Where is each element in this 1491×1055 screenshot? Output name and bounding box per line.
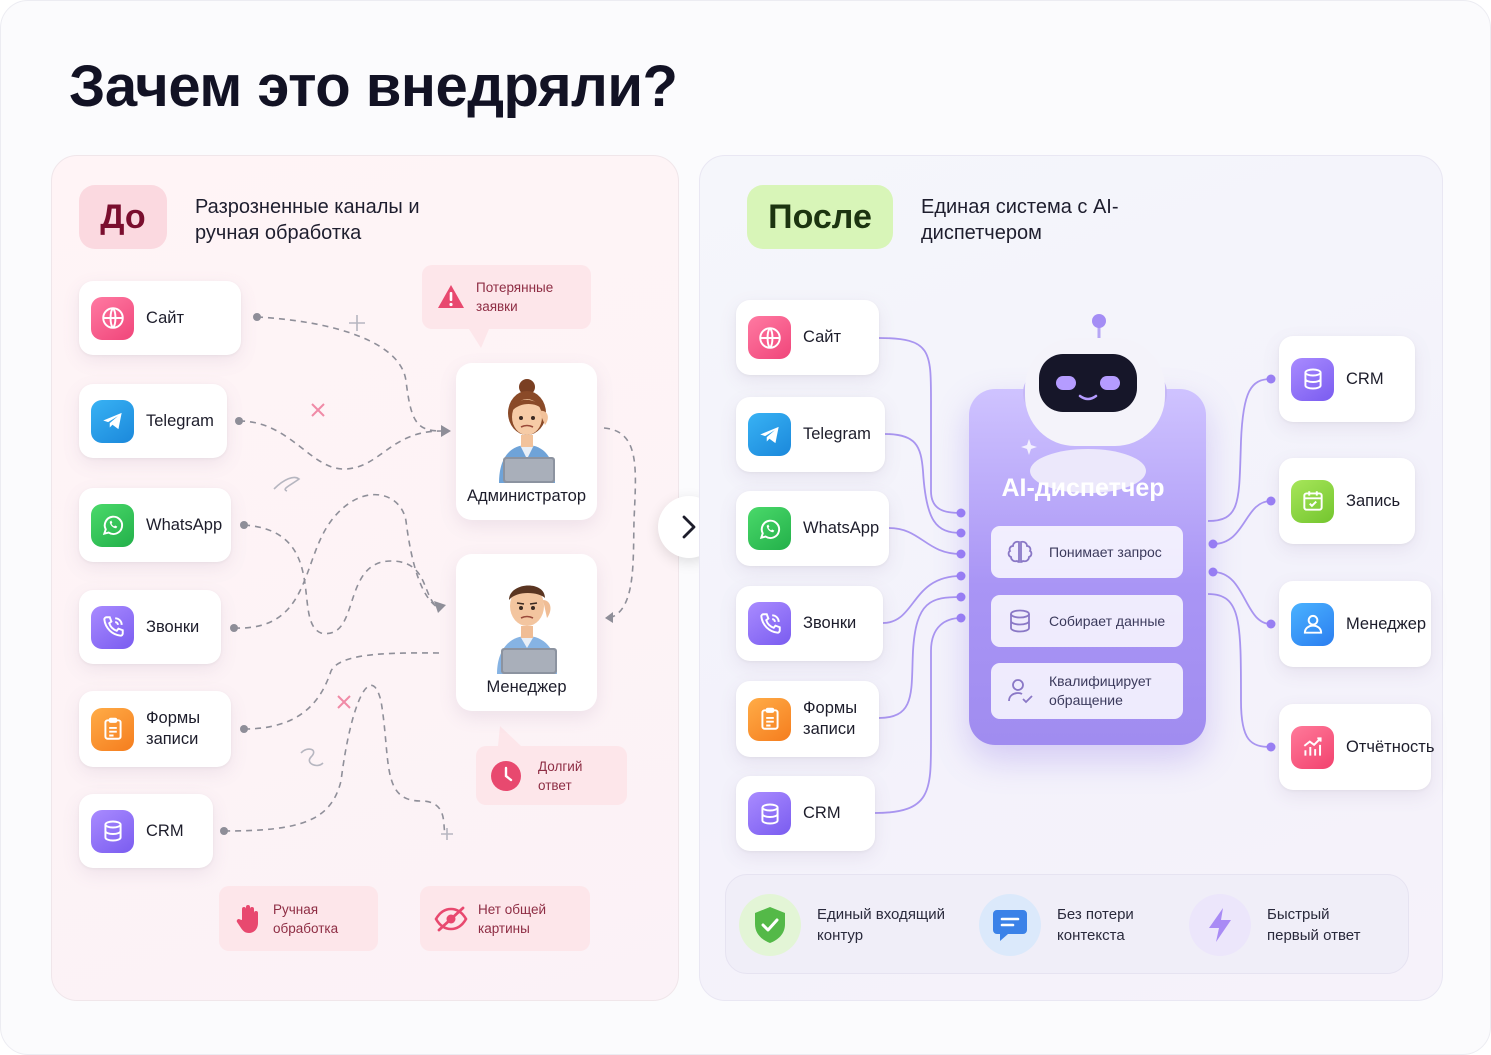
benefit-label: Единый входящий контур <box>817 906 946 944</box>
database-icon <box>1010 609 1030 633</box>
benefit-label: Быстрый первый ответ <box>1267 906 1361 944</box>
channel-label: Формы записи <box>146 709 201 748</box>
problem-label: Нет общей картины <box>478 901 546 936</box>
telegram-icon <box>748 413 791 456</box>
role-label: Администратор <box>466 487 587 505</box>
channel-label: Telegram <box>146 411 214 430</box>
output-booking: Запись <box>1279 458 1415 544</box>
warning-icon <box>438 285 464 308</box>
channel-label: WhatsApp <box>803 519 880 537</box>
after-channel-crm: CRM <box>736 776 875 851</box>
output-label: CRM <box>1346 369 1384 388</box>
benefit-single-inbound: Единый входящий контур <box>739 894 947 956</box>
channel-label: Формы записи <box>803 699 858 738</box>
channel-label: Сайт <box>803 328 842 346</box>
after-subtitle: Единая система с AI-диспетчером <box>921 196 1119 244</box>
chat-icon <box>979 894 1041 956</box>
before-channel-calls: Звонки <box>79 590 221 664</box>
clock-icon <box>491 760 521 791</box>
problem-label: Ручная обработка <box>273 901 339 936</box>
output-label: Запись <box>1346 491 1401 510</box>
telegram-icon <box>91 399 134 443</box>
channel-label: Звонки <box>803 614 857 632</box>
channel-label: Сайт <box>146 308 185 327</box>
after-channel-whatsapp: WhatsApp <box>736 491 889 566</box>
channel-label: Звонки <box>146 617 200 636</box>
whatsapp-icon <box>91 503 134 547</box>
stressed-manager-illustration <box>496 585 557 674</box>
database-icon <box>91 809 134 853</box>
ai-step-collect: Собирает данные <box>991 595 1183 647</box>
after-channel-telegram: Telegram <box>736 397 885 472</box>
benefit-fast-response: Быстрый первый ответ <box>1189 894 1377 956</box>
page-title: Зачем это внедряли? <box>69 54 678 119</box>
shield-check-icon <box>739 894 801 956</box>
benefits-bar <box>725 874 1409 974</box>
phone-icon <box>748 602 791 645</box>
whatsapp-icon <box>748 507 791 550</box>
problem-lost-requests: Потерянные заявки <box>422 265 591 329</box>
lightning-icon <box>1189 894 1251 956</box>
problem-manual-processing: Ручная обработка <box>219 886 378 951</box>
output-label: Отчётность <box>1346 737 1435 756</box>
ai-step-label: Собирает данные <box>1049 612 1166 629</box>
database-icon <box>1291 357 1334 401</box>
before-channel-whatsapp: WhatsApp <box>79 488 231 562</box>
ai-step-understand: Понимает запрос <box>991 526 1183 578</box>
brain-icon <box>1007 540 1033 563</box>
phone-icon <box>91 605 134 649</box>
benefit-label: Без потери контекста <box>1057 906 1134 944</box>
database-icon <box>748 792 791 835</box>
ai-step-label: Квалифицирует обращение <box>1049 673 1152 708</box>
chart-icon <box>1291 725 1334 769</box>
after-badge: После <box>747 185 893 249</box>
channel-label: CRM <box>803 804 841 822</box>
output-manager: Менеджер <box>1279 581 1431 667</box>
channel-label: WhatsApp <box>146 515 223 534</box>
after-channel-calls: Звонки <box>736 586 883 661</box>
problem-label: Потерянные заявки <box>476 280 554 314</box>
ai-step-label: Понимает запрос <box>1049 543 1162 560</box>
administrator-card: Администратор <box>456 363 597 520</box>
globe-icon <box>91 296 134 340</box>
before-channel-forms: Формы записи <box>79 691 231 767</box>
hand-icon <box>236 904 258 933</box>
eye-off-icon <box>434 906 468 931</box>
clipboard-icon <box>748 697 791 741</box>
output-label: Менеджер <box>1346 614 1427 633</box>
stressed-administrator-illustration <box>498 379 555 483</box>
after-channel-forms: Формы записи <box>736 681 879 757</box>
ai-dispatcher-title: AI-диспетчер <box>1001 474 1165 502</box>
before-badge: До <box>79 185 167 249</box>
problem-label: Долгий ответ <box>538 758 583 793</box>
channel-label: Telegram <box>803 425 871 443</box>
channel-label: CRM <box>146 821 184 840</box>
chevron-right-icon <box>682 515 696 539</box>
benefit-no-context-loss: Без потери контекста <box>979 894 1157 956</box>
problem-no-overview: Нет общей картины <box>420 886 590 951</box>
user-check-icon <box>1008 679 1033 704</box>
globe-icon <box>748 316 791 359</box>
calendar-check-icon <box>1291 479 1334 523</box>
clipboard-icon <box>91 707 134 751</box>
before-subtitle: Разрозненные каналы и ручная обработка <box>195 196 420 244</box>
before-channel-site: Сайт <box>79 281 241 355</box>
role-label: Менеджер <box>486 678 567 696</box>
output-reporting: Отчётность <box>1279 704 1435 790</box>
manager-card: Менеджер <box>456 554 597 711</box>
before-channel-telegram: Telegram <box>79 384 227 458</box>
problem-slow-response: Долгий ответ <box>476 746 627 805</box>
ai-step-qualify: Квалифицирует обращение <box>991 663 1183 719</box>
user-icon <box>1291 602 1334 646</box>
after-channel-site: Сайт <box>736 300 879 375</box>
before-channel-crm: CRM <box>79 794 213 868</box>
output-crm: CRM <box>1279 336 1415 422</box>
